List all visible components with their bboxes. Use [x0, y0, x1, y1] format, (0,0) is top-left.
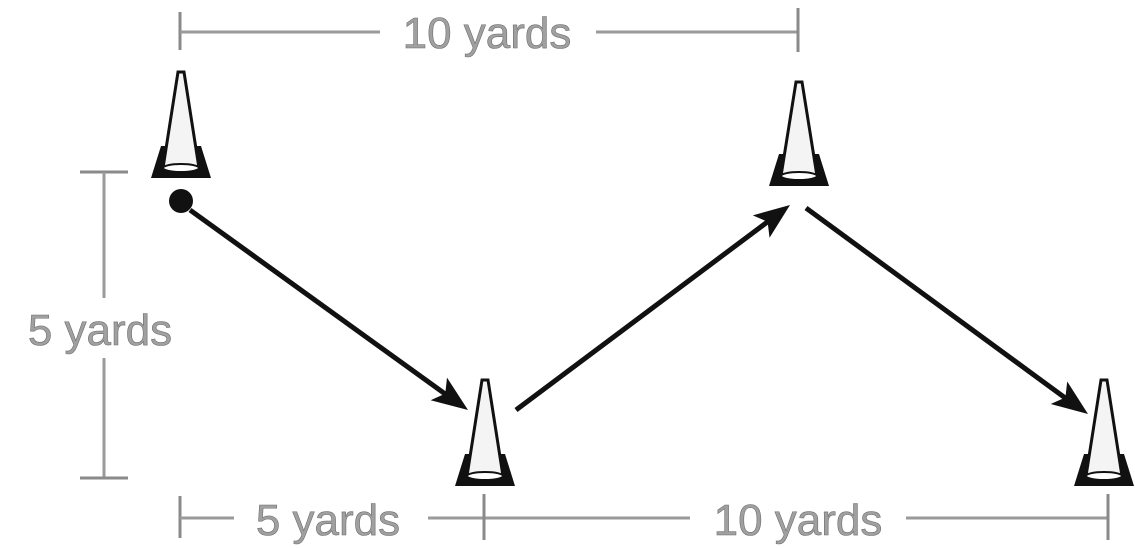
top-dimension: 10 yards [180, 8, 798, 58]
arrow-head-2 [753, 194, 799, 238]
path-segment-1 [190, 210, 448, 396]
start-dot [169, 189, 193, 213]
vertical-dimension: 5 yards [28, 172, 172, 478]
cone-bottom-right [1074, 380, 1134, 486]
top-dimension-label: 10 yards [403, 9, 572, 58]
arrow-head-1 [431, 378, 477, 422]
cone-top-left [151, 72, 211, 178]
path-segment-3 [806, 208, 1068, 400]
arrow-head-3 [1051, 381, 1097, 425]
bottom-left-dimension-label: 5 yards [256, 496, 400, 545]
path-segment-2 [516, 220, 770, 410]
movement-path [169, 189, 1096, 425]
bottom-dimension: 5 yards 10 yards [180, 494, 1108, 545]
bottom-right-dimension-label: 10 yards [714, 496, 883, 545]
cone-top-right [769, 82, 829, 186]
vertical-dimension-label: 5 yards [28, 306, 172, 355]
cone-bottom-middle [455, 380, 515, 486]
